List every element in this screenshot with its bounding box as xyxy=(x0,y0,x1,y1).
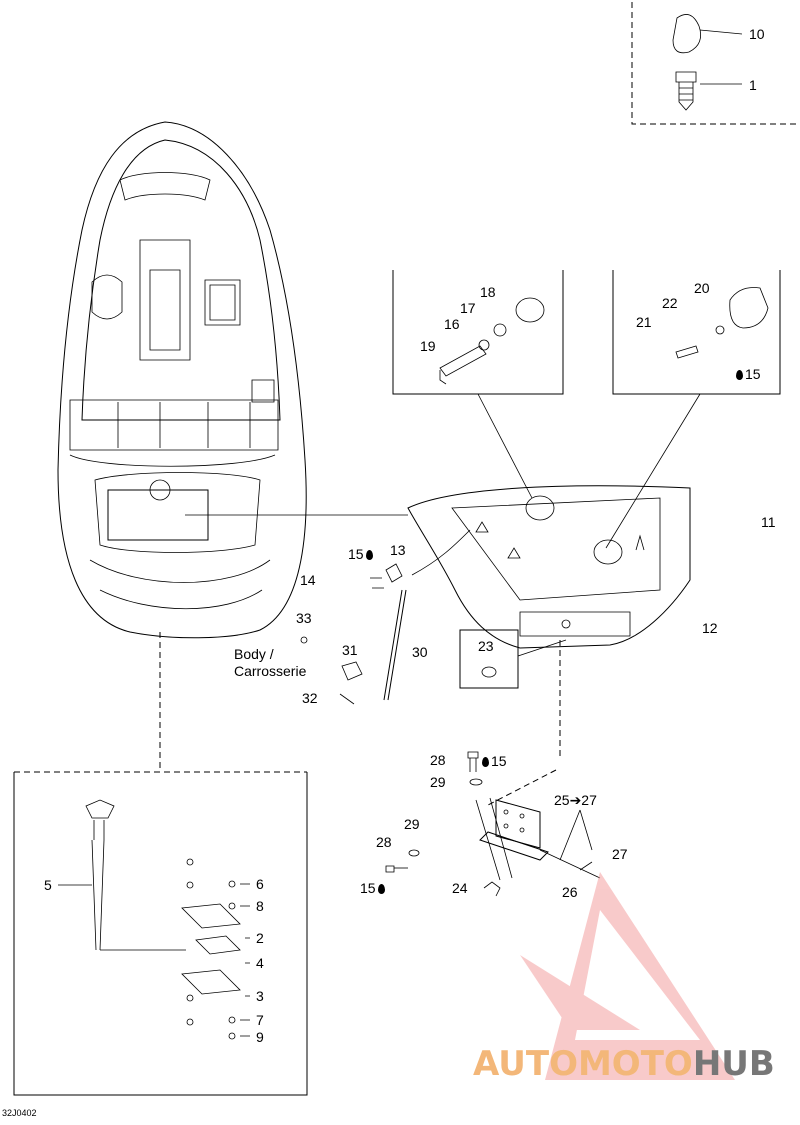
callout-29-bottom: 29 xyxy=(404,816,420,832)
callout-26: 26 xyxy=(562,884,578,900)
storage-cover xyxy=(407,485,691,649)
callout-11: 11 xyxy=(761,514,776,530)
callout-28-bottom: 28 xyxy=(376,834,392,850)
callout-24: 24 xyxy=(452,880,468,896)
callout-15-bracket: 15 xyxy=(480,753,507,769)
watercraft-body xyxy=(57,121,307,639)
detail-box-hinge xyxy=(392,270,564,499)
callout-15-bottom: 15 xyxy=(360,880,387,896)
callout-28-top: 28 xyxy=(430,752,446,768)
callout-3: 3 xyxy=(256,988,264,1004)
callout-15-latch: 15 xyxy=(734,366,761,382)
callout-16: 16 xyxy=(444,316,460,332)
drawing-code: 32J0402 xyxy=(2,1108,37,1118)
adhesive-drop-icon xyxy=(377,884,385,894)
body-label: Body / Carrosserie xyxy=(234,646,306,680)
callout-22: 22 xyxy=(662,295,678,311)
callout-5: 5 xyxy=(44,877,52,893)
callout-2: 2 xyxy=(256,930,264,946)
cable-assembly xyxy=(300,529,471,705)
callout-15-rod: 15 xyxy=(348,546,375,562)
callout-17: 17 xyxy=(460,300,476,316)
adhesive-drop-icon xyxy=(482,757,489,767)
callout-12: 12 xyxy=(702,620,718,636)
adhesive-drop-icon xyxy=(365,550,373,560)
body-label-line2: Carrosserie xyxy=(234,663,307,679)
hinge-bracket-assembly xyxy=(385,751,601,897)
callout-23: 23 xyxy=(478,638,494,654)
inset-fasteners xyxy=(631,2,800,125)
callout-8: 8 xyxy=(256,898,264,914)
callout-21: 21 xyxy=(636,314,652,330)
watermark-text-hub: HUB xyxy=(692,1044,775,1084)
callout-27: 27 xyxy=(612,846,628,862)
callout-6: 6 xyxy=(256,876,264,892)
assembly-link-2 xyxy=(487,769,557,806)
callout-13: 13 xyxy=(390,542,406,558)
callout-7: 7 xyxy=(256,1012,264,1028)
callout-10: 10 xyxy=(749,26,765,42)
callout-30: 30 xyxy=(412,644,428,660)
callout-33: 33 xyxy=(296,610,312,626)
watermark-logo xyxy=(520,872,735,1080)
lock-assembly-box xyxy=(13,771,308,1096)
detail-box-latch xyxy=(605,270,781,549)
callout-1: 1 xyxy=(749,77,757,93)
body-label-line1: Body / xyxy=(234,646,274,662)
adhesive-drop-icon xyxy=(736,370,743,380)
detail-box-23 xyxy=(459,629,567,689)
callout-32: 32 xyxy=(302,690,318,706)
callout-18: 18 xyxy=(480,284,496,300)
callout-20: 20 xyxy=(694,280,710,296)
callout-19: 19 xyxy=(420,338,436,354)
callout-14: 14 xyxy=(300,572,316,588)
callout-29-top: 29 xyxy=(430,774,446,790)
callout-4: 4 xyxy=(256,955,264,971)
callout-31: 31 xyxy=(342,642,358,658)
callout-9: 9 xyxy=(256,1029,264,1045)
watermark-text-main: AUTOMOTO xyxy=(473,1044,693,1084)
callout-25-27: 25➔27 xyxy=(554,792,597,808)
watermark-text: AUTOMOTOHUB xyxy=(473,1044,775,1084)
